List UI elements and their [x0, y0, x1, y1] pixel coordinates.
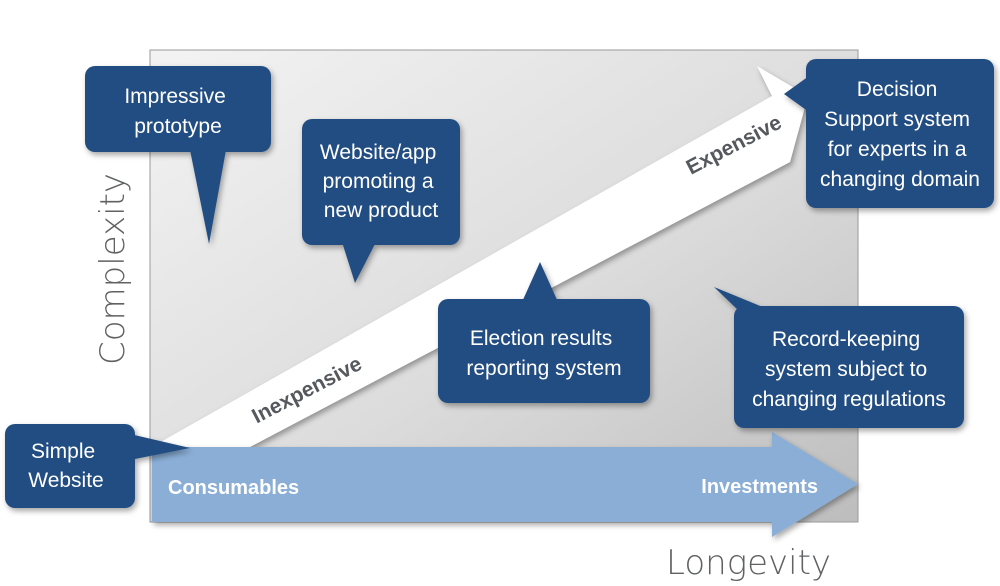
callout-election-results [438, 262, 650, 403]
callout-simple-website [5, 424, 190, 508]
callout-website-app-text: Website/app promoting a new product [320, 141, 442, 222]
horizontal-arrow [152, 432, 858, 537]
callout-decision-support [784, 59, 994, 208]
callout-impressive-prototype [85, 66, 271, 244]
x-axis-label: Longevity [666, 543, 831, 583]
investments-label: Investments [701, 476, 818, 498]
callout-election-results-text: Election results reporting system [466, 327, 621, 380]
callout-simple-website-text: Simple Website [28, 440, 103, 492]
callout-website-app [302, 119, 460, 283]
consumables-label: Consumables [168, 477, 299, 499]
callout-record-keeping [714, 287, 964, 428]
y-axis-label: Complexity [93, 173, 133, 365]
callout-impressive-prototype-text: Impressive prototype [124, 85, 231, 138]
callout-record-keeping-text: Record-keeping system subject to changin… [752, 328, 946, 411]
callout-decision-support-text: Decision Support system for experts in a… [820, 78, 980, 191]
